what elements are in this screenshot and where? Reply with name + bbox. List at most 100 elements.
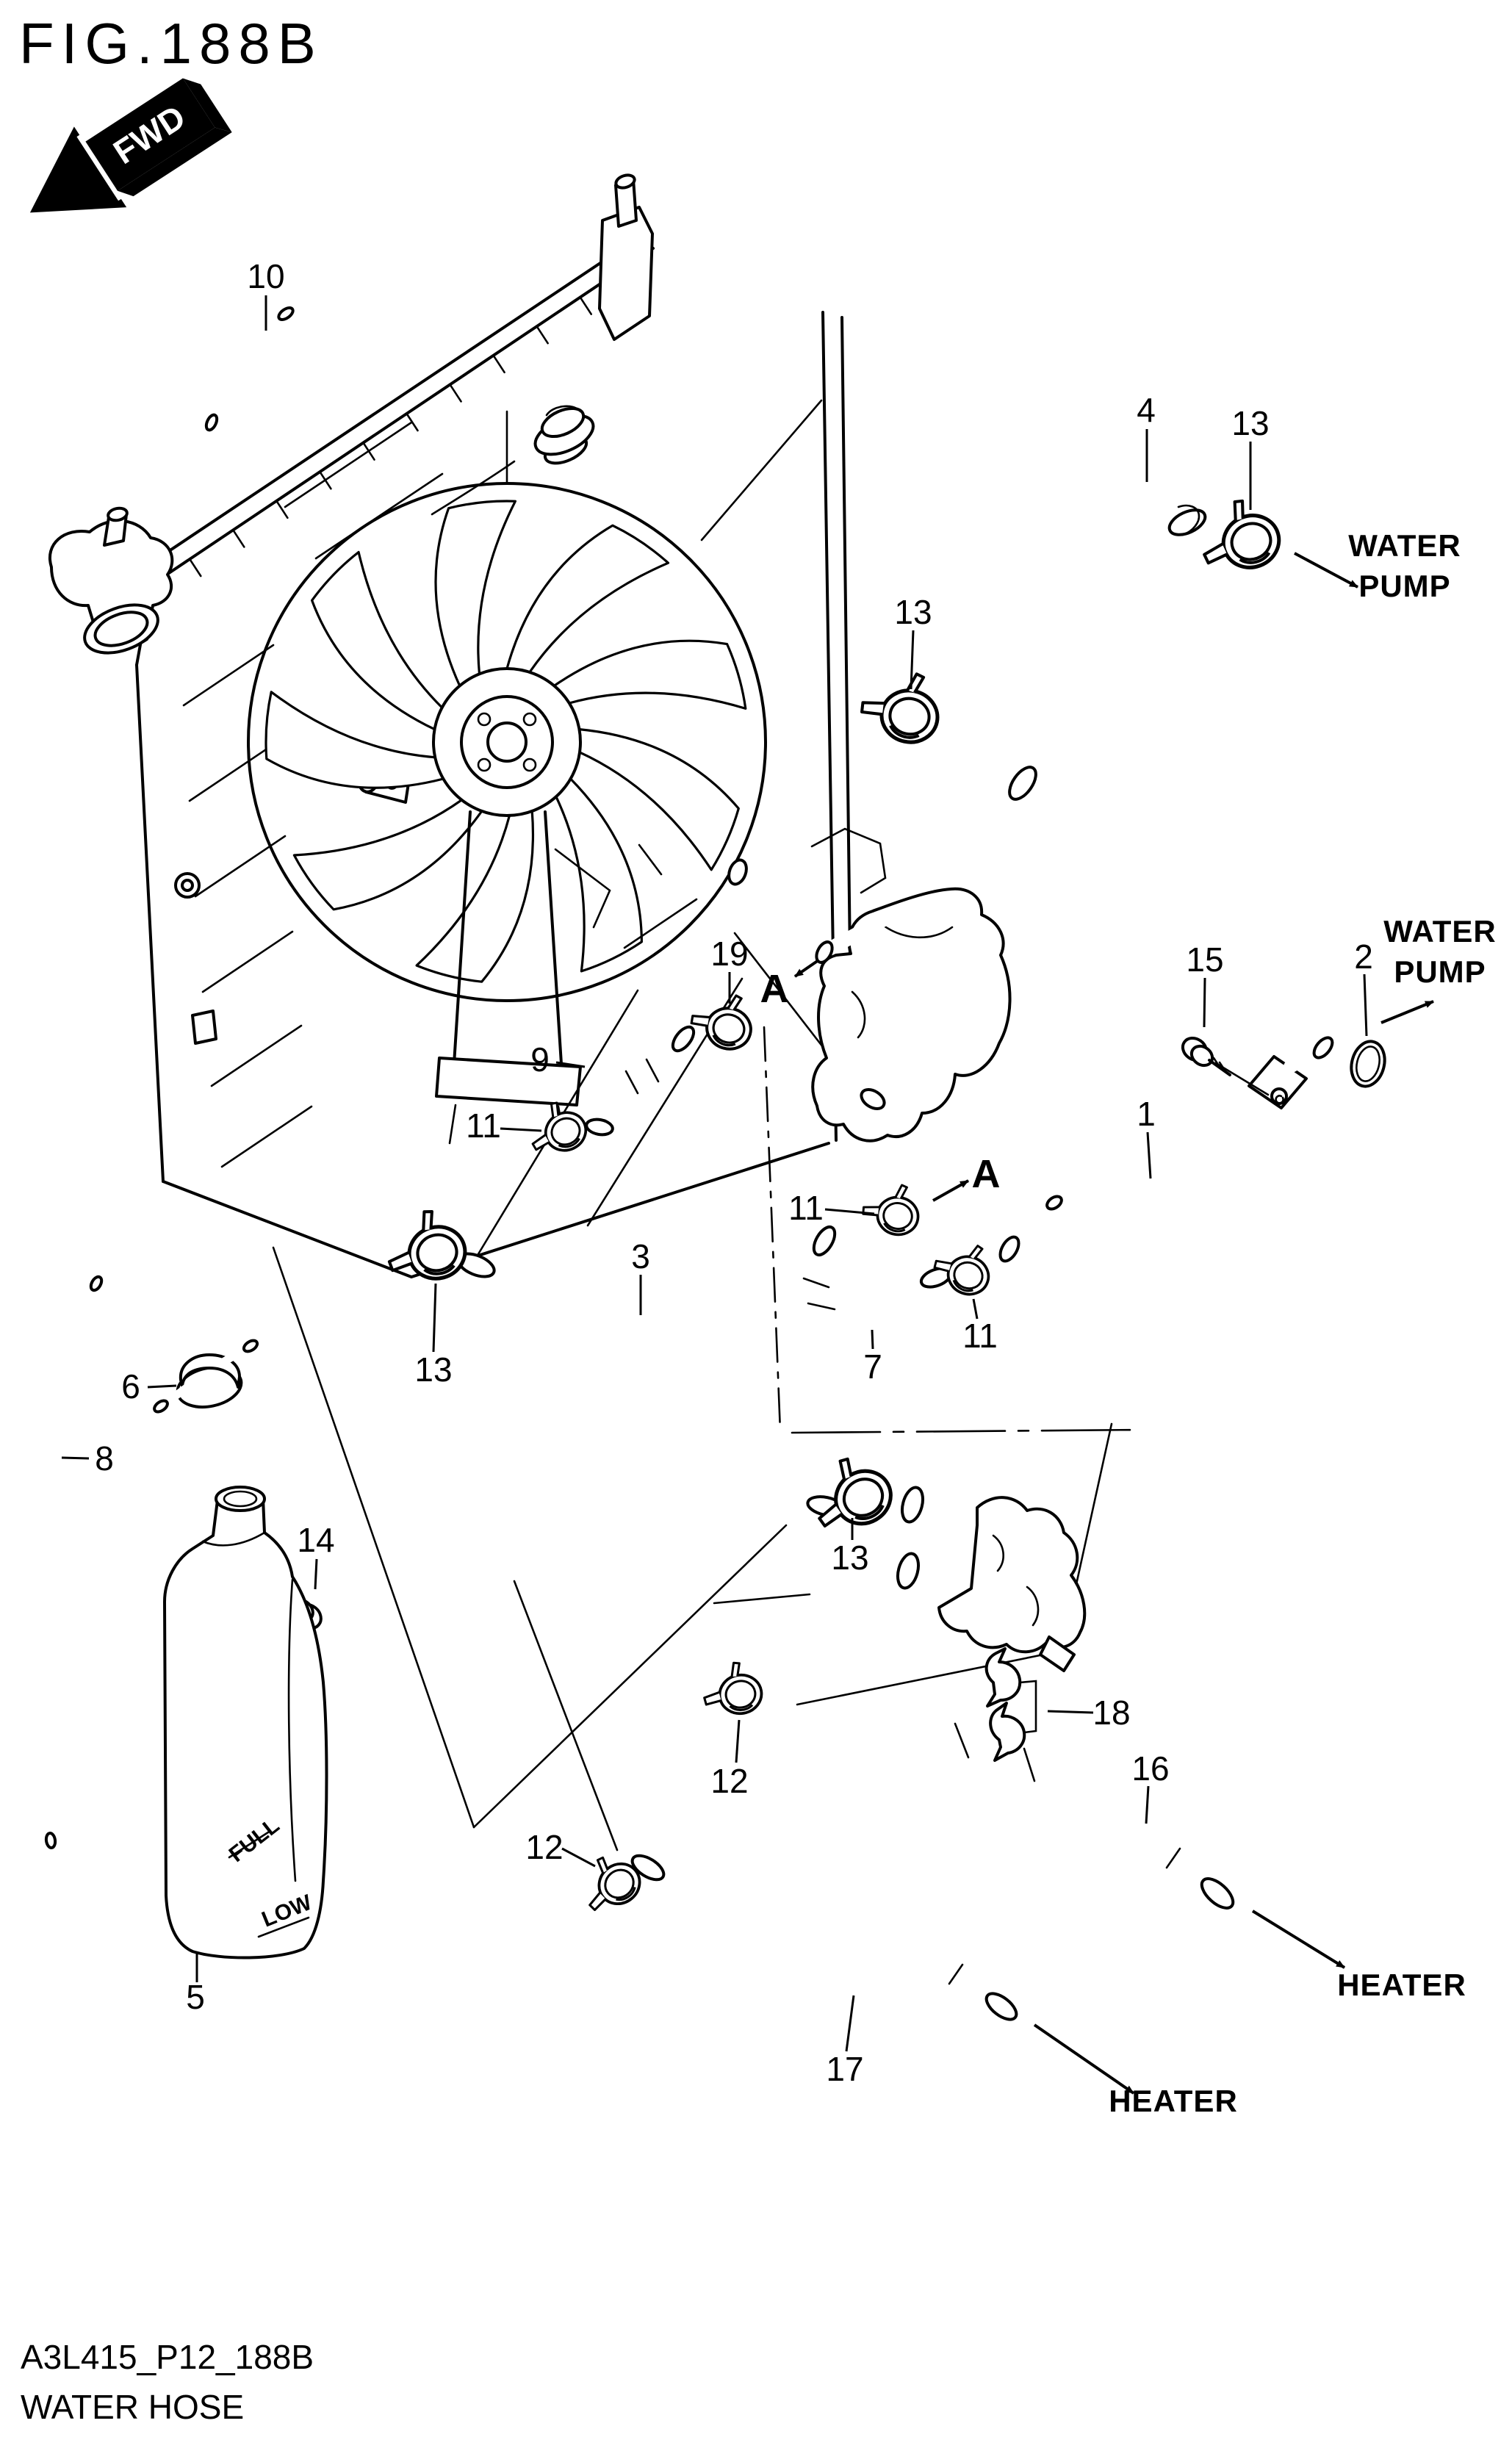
flow-arrow [1251,1910,1346,1969]
cap-6 [153,1339,259,1414]
fan-blade [264,691,444,789]
part-number-label: 9 [530,1040,550,1079]
leader-line [1203,977,1206,1028]
hose-10-overflow [204,306,295,432]
hose-17-heater [630,1851,1018,2021]
clamp-11-hose9 [519,1093,594,1165]
clamp-19 [685,985,760,1056]
fan-blade [505,524,670,674]
leader-line [972,1298,979,1320]
leader-line [871,1329,874,1350]
clamp-11-hose7b [927,1233,1000,1302]
flow-destination-label: HEATER [1337,1968,1466,2002]
clamp-11-hose7a [858,1178,925,1239]
clamp-13-outlet [800,1446,901,1544]
leader-line [1047,1710,1094,1714]
part-number-label: 1 [1137,1095,1156,1133]
part-number-label: 13 [414,1350,452,1389]
leader-line [147,1384,177,1389]
part-number-label: 12 [525,1828,563,1866]
clamp-13-fan [857,664,946,747]
leader-line [555,1061,586,1068]
part-number-label: 19 [710,935,748,973]
hose-16-heater [770,1688,1235,1910]
leader-line [561,1847,596,1868]
part-number-label: 11 [962,1317,998,1355]
part-number-label: 7 [863,1347,882,1386]
core-tick [276,500,289,519]
bolt-15 [1181,1036,1270,1096]
radiator-fan-assembly [48,173,854,1278]
fan-blades [264,500,747,983]
leader-line [1145,1785,1150,1824]
leader-line [735,1719,741,1763]
fan-blade [311,550,444,731]
reservoir-tank: FULL LOW [46,1275,328,1959]
part-number-label: 2 [1354,938,1373,976]
leader-line [824,1208,875,1215]
fan-blade [292,799,483,911]
radiator-cap-icon [533,405,595,465]
part-number-label: 5 [186,1978,205,2016]
section-marker-label: A [760,967,789,1011]
part-number-label: 13 [894,593,932,631]
fan-blade [415,810,535,983]
flow-destination-label: HEATER [1109,2084,1238,2118]
leader-line [910,630,915,690]
clamp-13-hose3 [379,1204,471,1290]
figure-title: FIG.188B [19,11,323,76]
fan-blade [552,639,747,710]
part-number-label: 14 [297,1521,334,1559]
water-outlet-fitting [896,1486,1087,1672]
leader-line [845,1995,855,2052]
part-number-label: 3 [631,1237,650,1275]
part-number-label: 15 [1186,940,1223,979]
radiator-core-fins [182,421,444,1168]
part-number-label: 13 [1231,404,1269,442]
core-tick [449,384,462,403]
fan-blade [555,777,643,973]
hose-3-radiator-outlet [456,1249,846,1519]
section-arrow [793,959,820,978]
clamp-13-top [1191,492,1286,582]
part-number-label: 16 [1131,1749,1169,1788]
fwd-arrow-icon: FWD [29,78,232,213]
section-boundary-lines [272,898,1144,1851]
flow-arrow [1294,552,1358,589]
part-number-label: 8 [95,1439,114,1478]
flow-destination-label: PUMP [1394,954,1486,989]
part-number-label: 6 [121,1367,140,1406]
part-number-label: 13 [831,1539,868,1577]
figure-footer: A3L415_P12_188B WATER HOSE [21,2337,314,2427]
clamp-12-hose16 [697,1658,766,1721]
part-number-label: 10 [247,257,284,295]
leader-line [314,1558,318,1590]
fan-motor-bracket [435,810,582,1145]
hose-7-water-hose [804,1226,953,1324]
part-number-label: 11 [788,1189,824,1227]
flow-arrow [1033,2023,1135,2095]
tube-8-overflow [46,1275,104,1849]
core-tick [188,558,202,577]
core-tick [536,325,549,345]
core-tick [492,354,505,374]
part-number-label: 11 [466,1106,501,1145]
part-number-label: 17 [826,2050,863,2088]
figure-caption: WATER HOSE [21,2388,245,2426]
flow-arrow [1380,1000,1434,1024]
core-tick [579,296,592,315]
flow-destination-label: WATER [1383,914,1497,949]
o-ring-2 [1350,1040,1386,1088]
leader-line [1146,1131,1152,1179]
leader-line [432,1283,437,1353]
section-marker-label: A [972,1152,1001,1196]
part-number-label: 18 [1092,1694,1130,1732]
part-number-label: 12 [710,1762,748,1800]
part-number-label: 4 [1137,391,1156,429]
thermostat-housing [554,827,1012,1142]
figure-code: A3L415_P12_188B [21,2338,314,2376]
flow-destination-label: WATER [1348,528,1461,563]
